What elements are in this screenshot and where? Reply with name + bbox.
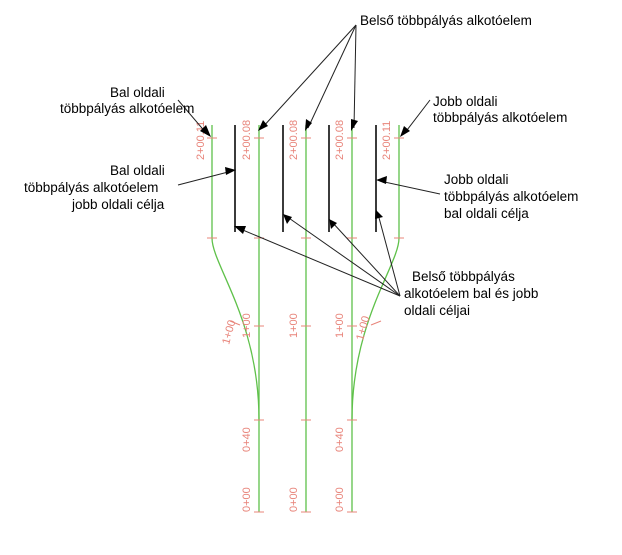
- alignment-right-outer: [351, 125, 400, 421]
- station-label-0-right: 0+00: [334, 487, 346, 512]
- label-right-target-line2: többpályás alkotóelem: [444, 189, 578, 204]
- label-right-target-line3: bal oldali célja: [444, 206, 529, 221]
- station-label-100-outer-right: 1+00: [354, 315, 372, 342]
- station-label-100-left: 1+00: [241, 313, 253, 338]
- arrowheads: [200, 119, 410, 234]
- station-label-0-mid: 0+00: [288, 487, 300, 512]
- label-right-component-line2: többpályás alkotóelem: [433, 110, 567, 125]
- station-label-200-mid: 2+00.08: [288, 120, 300, 160]
- station-label-200-right: 2+00.08: [334, 120, 346, 160]
- alignment-left-outer: [211, 125, 260, 421]
- station-label-200-outer-right: 2+00.11: [381, 121, 393, 160]
- station-label-100-right: 1+00: [334, 313, 346, 338]
- label-left-component-line1: Bal oldali: [110, 85, 165, 100]
- leader-lines: [177, 24, 441, 297]
- station-label-0-left: 0+00: [241, 487, 253, 512]
- label-inner-component: Belső többpályás alkotóelem: [360, 13, 532, 28]
- label-left-target-line2: többpályás alkotóelem: [24, 180, 158, 195]
- station-label-100-mid: 1+00: [288, 313, 300, 338]
- station-label-200-left: 2+00.08: [241, 120, 253, 160]
- label-inner-targets-line3: oldali céljai: [404, 303, 470, 318]
- label-right-component-line1: Jobb oldali: [433, 94, 498, 109]
- label-right-target-line1: Jobb oldali: [444, 172, 509, 187]
- label-inner-targets-line1: Belső többpályás: [412, 269, 515, 284]
- station-label-100-outer-left: 1+00: [220, 319, 238, 346]
- label-left-target-line3: jobb oldali célja: [71, 197, 165, 212]
- label-left-target-line1: Bal oldali: [110, 163, 165, 178]
- station-label-40-left: 0+40: [241, 427, 253, 452]
- label-left-component-line2: többpályás alkotóelem: [60, 101, 194, 116]
- station-label-40-right: 0+40: [334, 427, 346, 452]
- label-inner-targets-line2: alkotóelem bal és jobb: [404, 286, 538, 301]
